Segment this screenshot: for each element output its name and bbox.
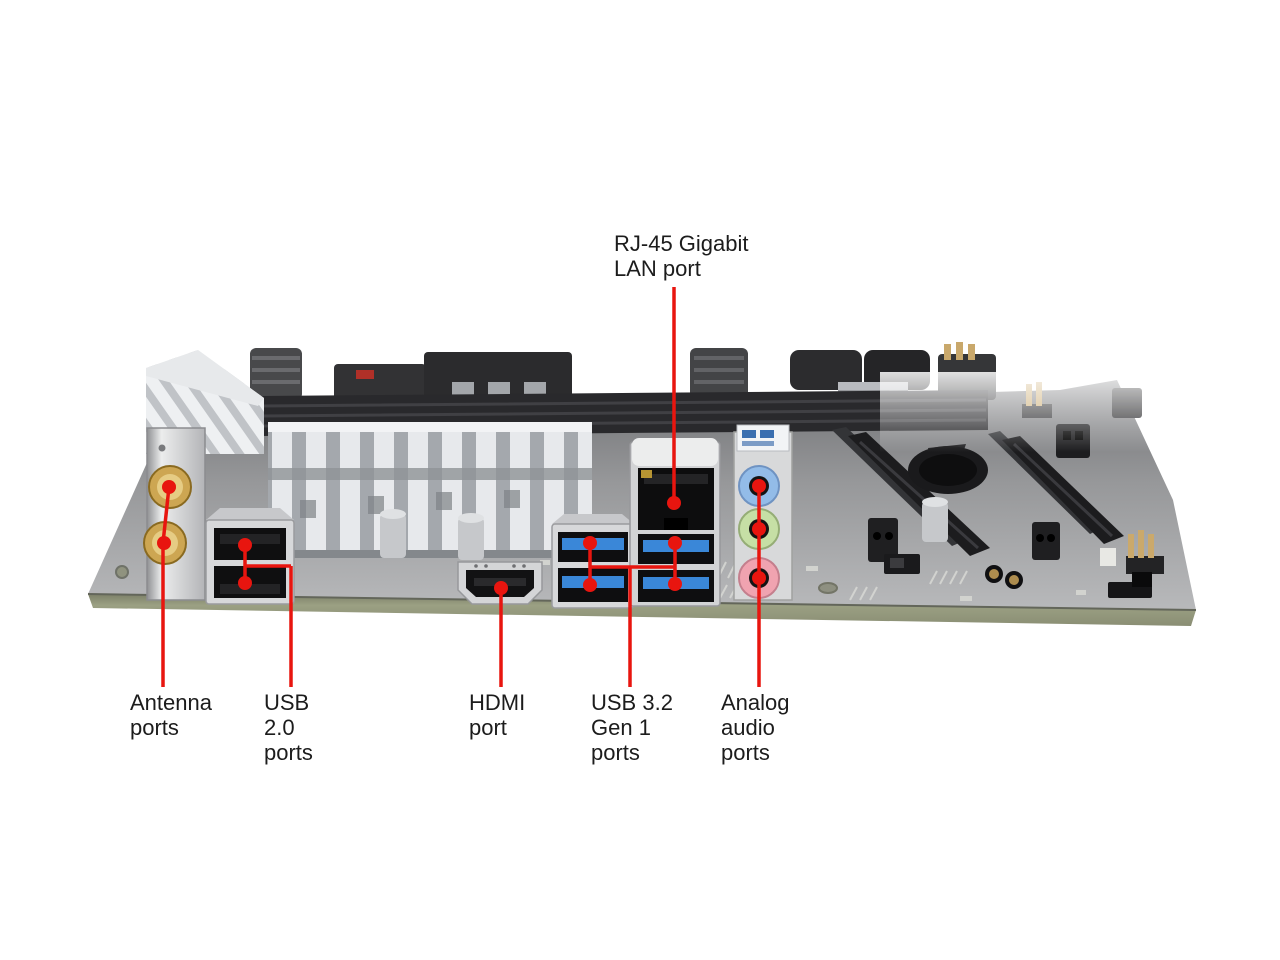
red-jumper: [356, 370, 374, 379]
lan-led: [641, 470, 652, 478]
callout-label-audio-line2: audio: [721, 715, 775, 740]
callout-label-audio-line3: ports: [721, 740, 770, 765]
cmos-battery: [908, 444, 988, 494]
audio-ports: [733, 424, 793, 601]
callout-label-audio-line1: Analog: [721, 690, 790, 715]
pcb-front-edge: [88, 594, 1196, 626]
front-pin-header: [1126, 530, 1164, 587]
callout-label-usb32-line3: ports: [591, 740, 640, 765]
callout-dots: [157, 479, 766, 595]
callout-label-usb2-line2: 2.0: [264, 715, 295, 740]
callout-label-usb32-line2: Gen 1: [591, 715, 651, 740]
callout-label-lan: RJ-45 Gigabit LAN port: [614, 231, 749, 281]
callout-label-usb2: USB 2.0 ports: [264, 690, 313, 765]
callout-label-antenna-line1: Antenna: [130, 690, 212, 715]
callout-label-hdmi: HDMI port: [469, 690, 525, 740]
callout-label-antenna: Antenna ports: [130, 690, 212, 740]
callout-label-usb2-line1: USB: [264, 690, 310, 715]
usb3-ports-left: [551, 514, 635, 609]
callout-label-lan-line2: LAN port: [614, 256, 701, 281]
callout-label-hdmi-line1: HDMI: [469, 690, 526, 715]
callout-label-audio: Analog audio ports: [721, 690, 790, 765]
antenna-ports: [143, 427, 206, 601]
capacitor-silver-right: [922, 497, 948, 542]
pcie-slots: [832, 427, 1124, 562]
callout-label-antenna-line2: ports: [130, 715, 179, 740]
callout-line-usb2: [243, 545, 293, 687]
callout-label-hdmi-line2: port: [469, 715, 507, 740]
callout-label-usb2-line3: ports: [264, 740, 313, 765]
cpu-heatsink: [268, 422, 592, 560]
usb2-ports: [205, 508, 295, 605]
audio-sticker: [736, 424, 790, 452]
slot-bracket-blocks: [868, 518, 1060, 562]
focus-blur-overlay: [880, 372, 1190, 452]
callout-label-lan-line1: RJ-45 Gigabit: [614, 231, 749, 256]
capacitor-silver: [380, 509, 484, 560]
callout-label-usb32: USB 3.2 Gen 1 ports: [591, 690, 673, 765]
callout-line-usb32: [588, 543, 677, 687]
callout-label-usb32-line1: USB 3.2: [591, 690, 673, 715]
